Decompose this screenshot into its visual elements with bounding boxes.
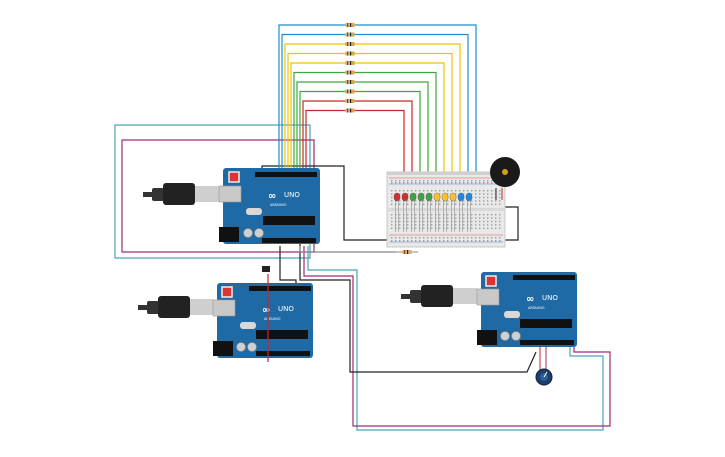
loop-wires xyxy=(114,124,611,431)
led-signal-wire xyxy=(287,52,453,196)
led-signal-wire xyxy=(296,81,429,196)
usb-cable-icon xyxy=(401,285,477,307)
led xyxy=(449,192,457,202)
led-signal-wire xyxy=(299,90,421,196)
magenta-loop-wire xyxy=(121,139,315,253)
board-logo-icon: ∞ xyxy=(268,191,276,202)
small-transistor xyxy=(262,266,270,272)
arduino-uno-3[interactable]: ∞ UNO ARDUINO xyxy=(401,272,577,347)
led xyxy=(425,192,433,202)
led-row xyxy=(393,192,473,232)
breadboard-resistor xyxy=(396,250,418,254)
led-signal-wire xyxy=(278,24,477,196)
teal-bottom-wire xyxy=(307,246,604,431)
potentiometer[interactable] xyxy=(535,346,553,386)
resistor-array xyxy=(345,23,355,113)
resistor-gnd-wire xyxy=(299,246,396,253)
breadboard[interactable] xyxy=(386,171,506,248)
led xyxy=(457,192,465,202)
board-model-label: UNO xyxy=(542,294,558,302)
led xyxy=(433,192,441,202)
led-signal-wire xyxy=(284,43,461,196)
board-brand-label: ARDUINO xyxy=(270,203,287,207)
black-top-wire xyxy=(261,165,519,241)
black-pot-wire xyxy=(299,244,537,373)
board-model-label: UNO xyxy=(278,305,294,313)
magenta-bottom-wire xyxy=(303,246,611,427)
board-model-label: UNO xyxy=(284,191,300,199)
arduino-uno-2[interactable]: ∞ UNO ARDUINO xyxy=(138,266,313,362)
usb-cable-icon xyxy=(143,183,219,205)
led xyxy=(393,192,401,202)
piezo-buzzer[interactable] xyxy=(490,157,520,200)
led-signal-wire xyxy=(281,33,469,196)
led xyxy=(465,192,473,202)
led xyxy=(417,192,425,202)
led xyxy=(401,192,409,202)
usb-cable-icon xyxy=(138,296,214,318)
led xyxy=(441,192,449,202)
board-logo-icon: ∞ xyxy=(526,294,534,305)
teal-loop-wire xyxy=(114,124,311,259)
led-signal-wire xyxy=(293,71,437,196)
led-signal-wire xyxy=(290,62,445,196)
led xyxy=(409,192,417,202)
led-signal-wire xyxy=(302,100,413,196)
board-brand-label: ARDUINO xyxy=(264,317,281,321)
board-logo-icon: ∞ xyxy=(262,305,270,316)
board-brand-label: ARDUINO xyxy=(528,306,545,310)
arduino-uno-1[interactable]: ∞ UNO ARDUINO xyxy=(143,168,320,244)
